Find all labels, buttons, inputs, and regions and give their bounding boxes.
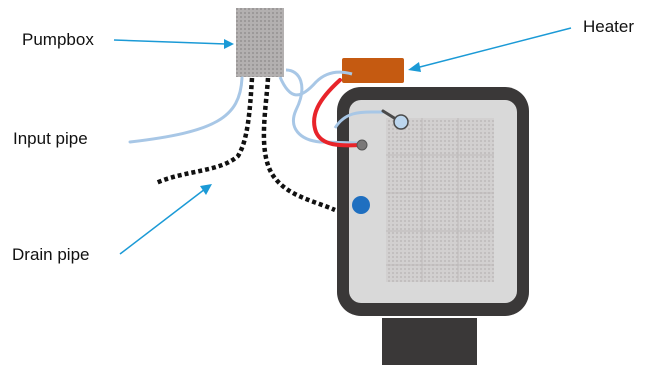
thermometer-probe-icon [393, 114, 409, 130]
drain-pipe-left [155, 77, 255, 186]
drain-pipe-label: Drain pipe [12, 245, 90, 264]
arrow-pumpbox [113, 39, 234, 49]
arrow-drain [119, 184, 212, 255]
heater-block [342, 58, 404, 83]
water-pipe-upper [278, 70, 353, 97]
input-pipe-line [128, 76, 244, 144]
chamber-shelf-grid [386, 118, 494, 282]
input-pipe-label: Input pipe [13, 129, 88, 148]
heater-wire [312, 78, 362, 148]
water-pipe-probe [333, 110, 384, 129]
water-pipe-lower [285, 68, 359, 145]
pumpbox-box [236, 8, 284, 77]
chamber-stand [382, 318, 477, 365]
arrow-heater [408, 27, 572, 72]
round-button-icon [352, 196, 370, 214]
pumpbox-label: Pumpbox [22, 30, 94, 49]
heater-label: Heater [583, 17, 635, 36]
sensor-knob [356, 139, 368, 151]
